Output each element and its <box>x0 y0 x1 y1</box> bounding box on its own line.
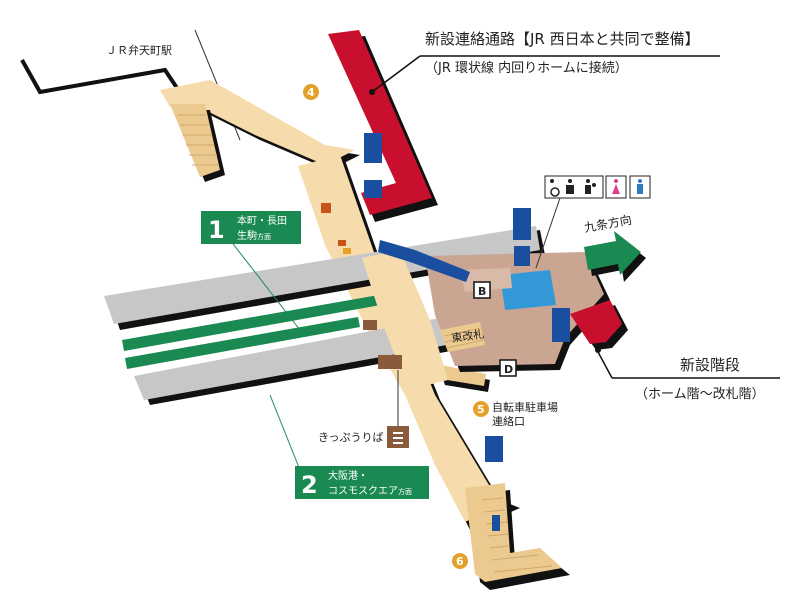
exit-5-marker: 5 <box>473 401 489 417</box>
new-stairs <box>570 300 628 350</box>
jr-transfer-corridor <box>160 80 360 182</box>
male-toilet-icon <box>629 175 651 199</box>
jr-station-label: ＪＲ弁天町駅 <box>106 43 172 57</box>
platform-1-line2: 生駒 <box>237 229 257 242</box>
bicycle-entrance-label-2: 連絡口 <box>492 414 525 428</box>
exit-4-marker: 4 <box>303 84 319 100</box>
exit-d-marker: D <box>499 359 517 377</box>
ticket-office-icon <box>387 426 409 448</box>
direction-arrow <box>584 231 646 282</box>
platform-1-line1: 本町・長田 <box>237 214 287 227</box>
elevator-icon <box>514 246 530 266</box>
platform-2-line2-small: 方面 <box>398 487 412 496</box>
platform-1-line2-small: 方面 <box>257 232 271 241</box>
ticket-office-label: きっぷうりば <box>318 431 384 444</box>
exit-4-label: 4 <box>307 86 315 99</box>
platform-2-number: 2 <box>301 471 318 499</box>
new-connecting-passage <box>328 30 438 222</box>
elevator-icon <box>552 308 570 342</box>
new-stairs-subtitle: （ホーム階～改札階） <box>635 387 765 402</box>
female-toilet-icon <box>605 175 627 199</box>
elevators <box>364 133 570 531</box>
facility-icons <box>535 175 651 269</box>
platform-1-number: 1 <box>208 216 225 244</box>
callout-lines <box>229 55 780 471</box>
exit-b-label: B <box>478 285 486 298</box>
elevator-icon <box>492 515 500 531</box>
svg-text:コスモスクエア方面: コスモスクエア方面 <box>328 485 412 497</box>
direction-label: 九条方向 <box>583 212 633 235</box>
bicycle-entrance-label-1: 自転車駐車場 <box>492 400 558 414</box>
elevator-icon <box>364 133 382 163</box>
elevator-icon <box>364 180 382 198</box>
concourse-facilities <box>321 203 402 369</box>
ticket-gate-label: 東改札 <box>450 327 485 345</box>
exit-6-label: 6 <box>456 555 464 568</box>
track-lines <box>122 293 392 369</box>
elevator-icon <box>485 436 503 462</box>
svg-text:生駒方面: 生駒方面 <box>237 229 271 242</box>
exit-d-label: D <box>504 363 513 376</box>
ostomate-icon <box>566 179 574 194</box>
exit-6-marker: 6 <box>452 553 468 569</box>
new-passage-title: 新設連絡通路【JR 西日本と共同で整備】 <box>425 30 700 48</box>
baby-care-icon <box>585 179 596 194</box>
platform-1-sign: 1 本町・長田 生駒方面 <box>201 211 301 244</box>
concourse-crossing <box>362 250 448 390</box>
platform-2-line2: コスモスクエア <box>328 485 398 497</box>
new-passage-subtitle: （JR 環状線 内回りホームに接続） <box>425 60 628 76</box>
upper-platform <box>104 226 545 330</box>
exit-6-stairs <box>465 483 570 590</box>
platform-2-sign: 2 大阪港・ コスモスクエア方面 <box>295 466 429 499</box>
exit-5-label: 5 <box>477 403 485 416</box>
new-stairs-title: 新設階段 <box>680 356 740 374</box>
platform-2-line1: 大阪港・ <box>328 469 368 482</box>
exit-b-marker: B <box>473 281 491 299</box>
platform-stairs-blue <box>378 240 485 352</box>
bicycle-corridor <box>436 364 490 392</box>
elevator-icon <box>513 208 531 240</box>
